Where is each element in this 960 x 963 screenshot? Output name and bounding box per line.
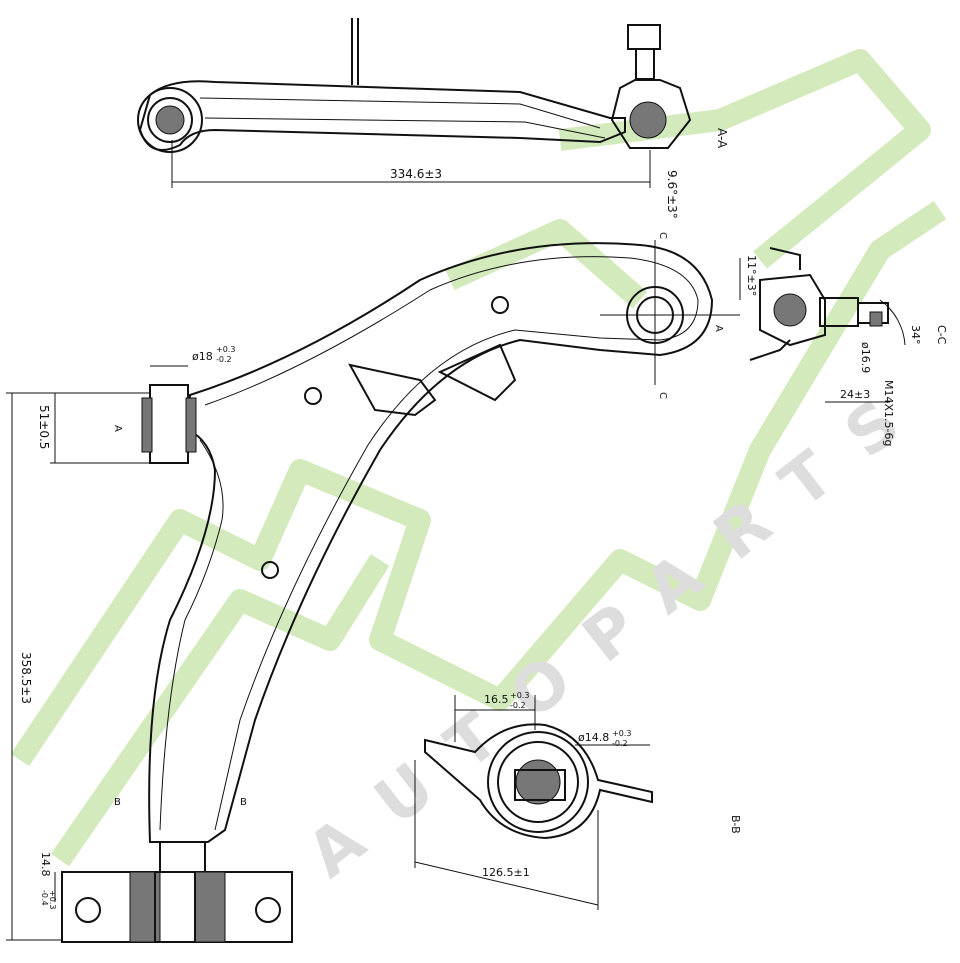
marker-c-top: C bbox=[657, 232, 668, 239]
marker-b-right: B bbox=[240, 797, 247, 808]
top-view: 334.6±3 9.6°±3° A-A bbox=[137, 18, 729, 219]
pivot-width-dim: 51±0.5 bbox=[37, 405, 51, 449]
overall-length-dim: 358.5±3 bbox=[19, 652, 33, 704]
pivot-dia-dim: ø18 bbox=[192, 350, 213, 363]
bushing-length-dim: 126.5±1 bbox=[482, 866, 530, 879]
bushing-dia-tol-upper: +0.3 bbox=[612, 729, 631, 738]
marker-a-right: A bbox=[713, 325, 724, 332]
main-view: 358.5±3 51±0.5 ø18 +0.3 -0.2 14.8 +0.3 -… bbox=[6, 232, 740, 943]
ball-dia-dim: ø16.9 bbox=[859, 342, 872, 373]
bushing-dia-tol-lower: -0.2 bbox=[612, 739, 628, 748]
bushing-section-label: B-B bbox=[729, 815, 742, 834]
ball-length-dim: 24±3 bbox=[840, 388, 870, 401]
ball-height-dim: 11°±3° bbox=[745, 255, 758, 296]
top-length-dim: 334.6±3 bbox=[390, 167, 442, 181]
pivot-dia-tol-lower: -0.2 bbox=[216, 355, 232, 364]
watermark-logo bbox=[10, 49, 947, 867]
bushing-view: 16.5 +0.3 -0.2 ø14.8 +0.3 -0.2 126.5±1 B… bbox=[414, 691, 742, 910]
pivot-dia-tol-upper: +0.3 bbox=[216, 345, 235, 354]
bushing-width-tol-lower: -0.2 bbox=[510, 701, 526, 710]
rear-bushing-tol-lower: -0.4 bbox=[40, 890, 49, 906]
ball-joint-view: 11°±3° 34° ø16.9 24±3 M14X1.5-6g C-C bbox=[739, 247, 948, 446]
bushing-width-tol-upper: +0.3 bbox=[510, 691, 529, 700]
marker-c-bottom: C bbox=[657, 392, 668, 399]
ball-section-label: C-C bbox=[935, 325, 948, 345]
ball-thread-dim: M14X1.5-6g bbox=[882, 380, 895, 446]
marker-a-left: A bbox=[112, 425, 123, 432]
rear-bushing-dim: 14.8 bbox=[39, 852, 52, 877]
top-angle-dim: 9.6°±3° bbox=[665, 170, 679, 219]
top-section-label: A-A bbox=[715, 128, 729, 149]
rear-bushing-tol-upper: +0.3 bbox=[48, 890, 57, 909]
bushing-dia-dim: ø14.8 bbox=[578, 731, 609, 744]
bushing-width-dim: 16.5 bbox=[484, 693, 509, 706]
ball-angle-dim: 34° bbox=[909, 325, 922, 345]
marker-b-left: B bbox=[114, 797, 121, 808]
